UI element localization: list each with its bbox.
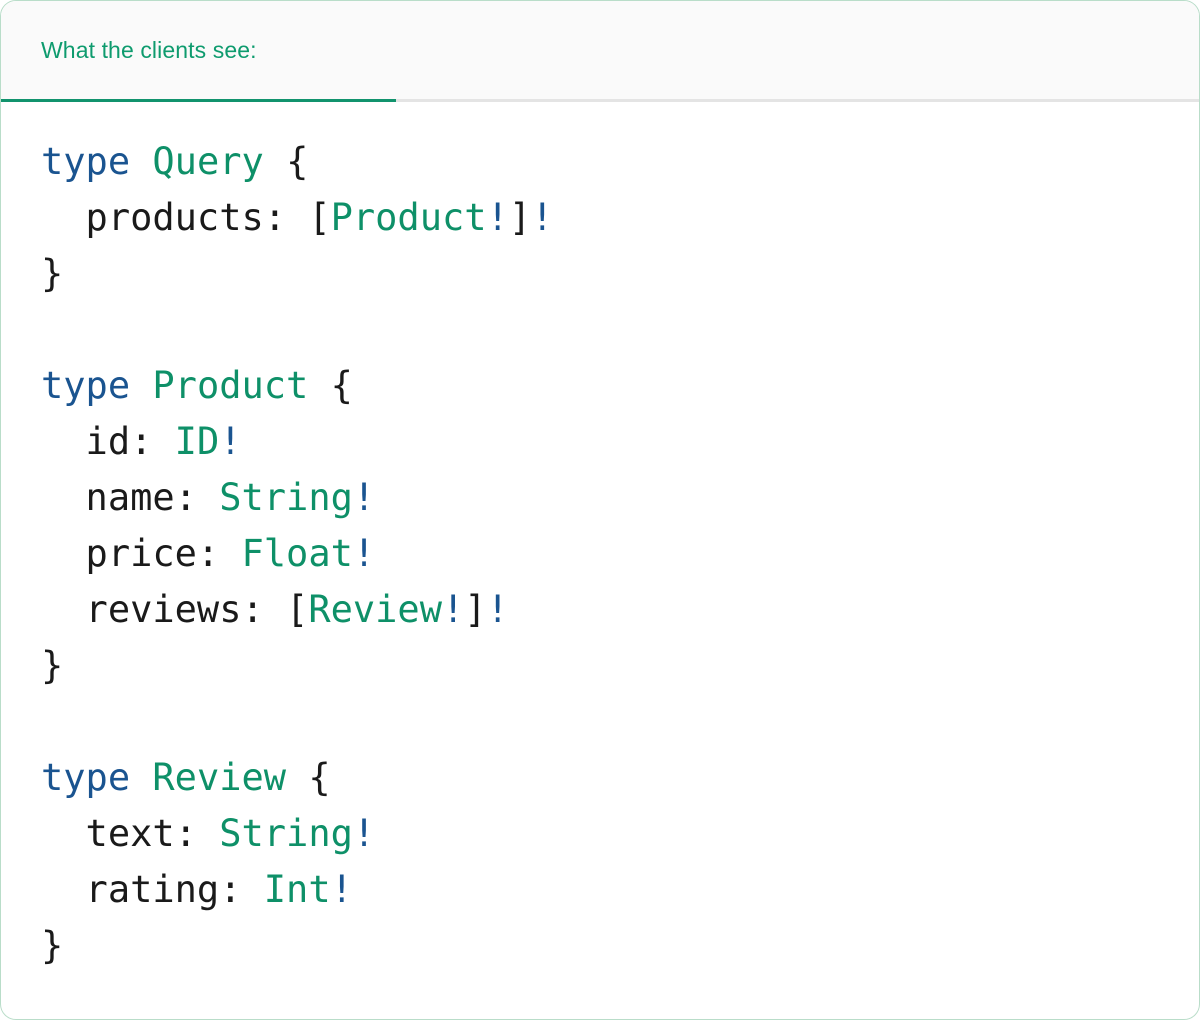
code-line: type Review { — [41, 750, 1199, 806]
type-name-token: Int — [263, 868, 331, 911]
non-null-token: ! — [352, 476, 376, 519]
code-line: } — [41, 246, 1199, 302]
punctuation-token: } — [41, 924, 64, 967]
type-name-token: Float — [241, 532, 353, 575]
type-name-token: Product — [330, 196, 487, 239]
whitespace-token — [130, 140, 152, 183]
punctuation-token: : — [263, 196, 309, 239]
code-line: products: [Product!]! — [41, 190, 1199, 246]
punctuation-token: : — [174, 476, 220, 519]
non-null-token: ! — [531, 196, 554, 239]
non-null-token: ! — [486, 588, 509, 631]
whitespace-token — [130, 756, 152, 799]
type-name-token: String — [219, 476, 353, 519]
keyword-token: type — [41, 756, 131, 799]
tab-strip: What the clients see: — [1, 1, 1199, 102]
type-name-token: Review — [308, 588, 442, 631]
non-null-token: ! — [486, 196, 509, 239]
code-line: id: ID! — [41, 414, 1199, 470]
type-name-token: String — [219, 812, 353, 855]
active-tab-underline — [1, 99, 396, 103]
tab-label: What the clients see: — [41, 36, 257, 63]
whitespace-token — [286, 756, 308, 799]
non-null-token: ! — [330, 868, 353, 911]
code-line: price: Float! — [41, 526, 1199, 582]
code-line: } — [41, 638, 1199, 694]
code-line: reviews: [Review!]! — [41, 582, 1199, 638]
punctuation-token: { — [308, 756, 331, 799]
field-name-token: text — [41, 812, 175, 855]
keyword-token: type — [41, 140, 131, 183]
code-line: type Query { — [41, 134, 1199, 190]
punctuation-token: : — [174, 812, 220, 855]
non-null-token: ! — [441, 588, 465, 631]
type-name-token: Product — [152, 364, 309, 407]
punctuation-token: ] — [464, 588, 487, 631]
punctuation-token: : — [130, 420, 175, 463]
code-line: name: String! — [41, 470, 1199, 526]
non-null-token: ! — [219, 420, 242, 463]
field-name-token: id — [41, 420, 131, 463]
type-name-token: ID — [174, 420, 220, 463]
punctuation-token: ] — [508, 196, 532, 239]
code-line: } — [41, 918, 1199, 974]
code-body: type Query { products: [Product!]!} type… — [1, 102, 1199, 974]
whitespace-token — [41, 308, 63, 351]
field-name-token: products — [41, 196, 264, 239]
punctuation-token: { — [330, 364, 353, 407]
whitespace-token — [308, 364, 330, 407]
code-line: text: String! — [41, 806, 1199, 862]
keyword-token: type — [41, 364, 131, 407]
graphql-schema-code[interactable]: type Query { products: [Product!]!} type… — [41, 134, 1199, 974]
whitespace-token — [130, 364, 152, 407]
code-root: type Query { products: [Product!]!} type… — [41, 134, 1199, 974]
type-name-token: Query — [152, 140, 264, 183]
code-line: type Product { — [41, 358, 1199, 414]
field-name-token: name — [41, 476, 175, 519]
field-name-token: reviews — [41, 588, 242, 631]
code-line — [41, 694, 1199, 750]
punctuation-token: } — [41, 644, 64, 687]
whitespace-token — [264, 140, 286, 183]
punctuation-token: { — [286, 140, 309, 183]
punctuation-token: : — [196, 532, 242, 575]
punctuation-token: [ — [286, 588, 309, 631]
tab-what-the-clients-see[interactable]: What the clients see: — [1, 1, 396, 99]
punctuation-token: : — [241, 588, 287, 631]
code-line — [41, 302, 1199, 358]
non-null-token: ! — [352, 532, 376, 575]
field-name-token: price — [41, 532, 197, 575]
non-null-token: ! — [352, 812, 376, 855]
whitespace-token — [41, 700, 63, 743]
punctuation-token: : — [219, 868, 264, 911]
punctuation-token: } — [41, 252, 64, 295]
code-line: rating: Int! — [41, 862, 1199, 918]
punctuation-token: [ — [308, 196, 331, 239]
field-name-token: rating — [41, 868, 220, 911]
type-name-token: Review — [152, 756, 287, 799]
